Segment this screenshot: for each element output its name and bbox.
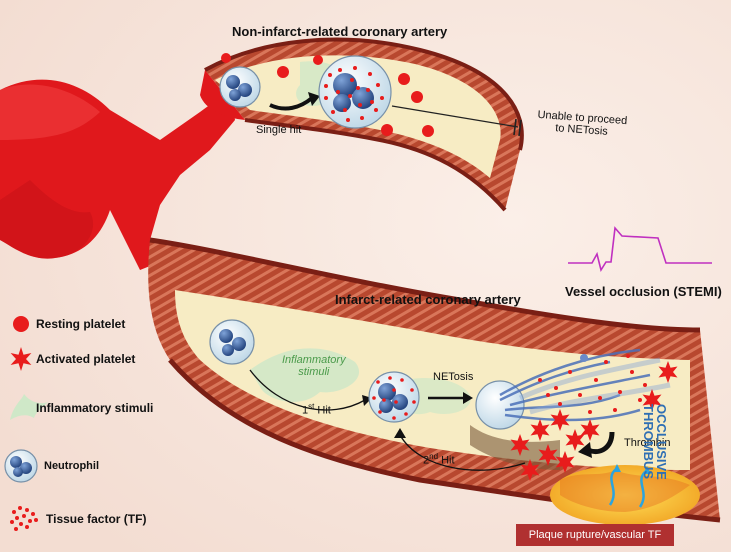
second-hit-number: 2 — [423, 454, 430, 467]
net-releasing-neutrophil — [475, 348, 671, 430]
tissue-factor-icon — [10, 506, 38, 531]
vessel-occlusion-label: Vessel occlusion (STEMI) — [565, 284, 722, 299]
activated-platelet-icon-shape — [10, 347, 32, 371]
neutrophil-cell — [219, 66, 261, 108]
occlusive-line-1: OCCLUSIVE — [654, 404, 669, 480]
first-hit-number: 1 — [302, 404, 309, 417]
first-hit-arrow — [249, 369, 366, 411]
inflammatory-line-1: Inflammatory — [282, 354, 346, 366]
resting-platelet-icon — [13, 316, 29, 332]
legend-inflammatory-stimuli: Inflammatory stimuli — [36, 401, 154, 415]
legend-tissue-factor: Tissue factor (TF) — [46, 512, 147, 526]
neutrophil-icon — [4, 449, 38, 483]
neutrophil-cell-bottom — [209, 319, 255, 365]
activated-platelet — [530, 419, 550, 441]
inflammatory-line-2: stimuli — [298, 366, 330, 378]
thrombus-tf-dots — [538, 354, 647, 414]
bottom-artery-title: Infarct-related coronary artery — [335, 292, 521, 307]
plaque — [550, 464, 700, 525]
tissue-factor-dots — [324, 66, 384, 122]
activated-platelet — [658, 361, 678, 383]
second-hit-word: Hit — [441, 454, 455, 467]
activated-platelet — [642, 389, 662, 411]
legend-neutrophil: Neutrophil — [44, 460, 99, 472]
first-hit-superscript: st — [308, 402, 315, 411]
inhibit-line — [391, 105, 519, 128]
tissue-factor-dots-bottom — [372, 376, 416, 420]
top-artery-title: Non-infarct-related coronary artery — [232, 24, 448, 39]
activated-platelet — [555, 451, 575, 473]
second-hit-superscript: nd — [429, 452, 439, 461]
inflammatory-stimuli-icon — [10, 394, 48, 420]
activated-platelet — [580, 419, 600, 441]
activated-platelet — [510, 434, 530, 456]
activated-platelet — [550, 409, 570, 431]
resting-platelets — [221, 53, 434, 137]
activated-neutrophil-bottom — [368, 371, 420, 423]
occlusive-line-2: THROMBUS — [641, 404, 656, 480]
legend-activated-platelet: Activated platelet — [36, 352, 136, 366]
netosis-label: NETosis — [433, 371, 474, 383]
first-hit-label: 1st Hit — [302, 402, 331, 417]
ecg-trace — [568, 226, 712, 273]
thrombin-label: Thrombin — [624, 437, 671, 449]
second-hit-arrow — [399, 434, 526, 471]
second-hit-label: 2nd Hit — [423, 452, 455, 467]
activated-platelet-icon — [10, 347, 32, 371]
activated-platelet — [538, 444, 558, 466]
legend-resting-platelet: Resting platelet — [36, 317, 126, 331]
activated-platelet — [520, 459, 540, 481]
single-hit-arrow — [269, 96, 314, 111]
plaque-label: Plaque rupture/vascular TF — [516, 524, 674, 546]
aorta — [0, 79, 235, 270]
activated-platelets — [510, 361, 678, 481]
inflammatory-label: Inflammatory stimuli — [282, 354, 346, 378]
occlusive-thrombus-label: OCCLUSIVE THROMBUS — [641, 404, 669, 480]
first-hit-word: Hit — [317, 404, 331, 417]
single-hit-label: Single hit — [256, 124, 302, 136]
activated-platelet — [565, 429, 585, 451]
